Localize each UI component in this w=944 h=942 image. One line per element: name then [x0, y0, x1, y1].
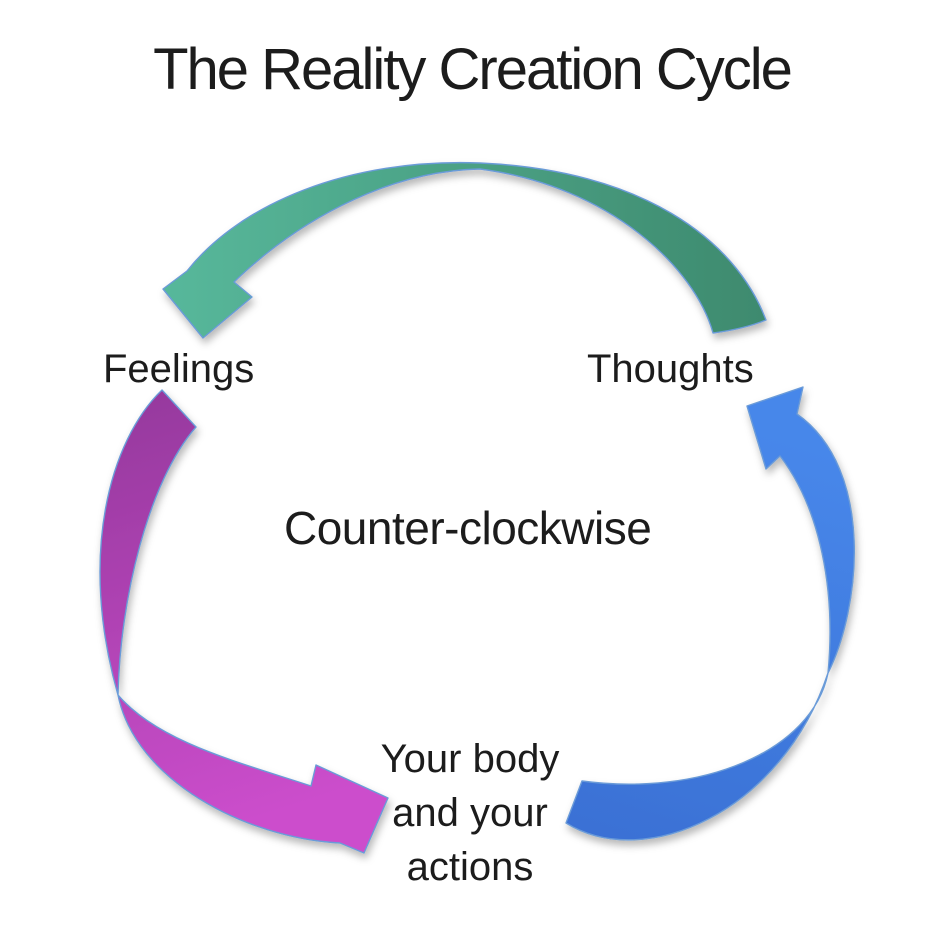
node-label-feelings: Feelings — [103, 347, 255, 391]
cycle-direction-label: Counter-clockwise — [284, 502, 652, 554]
node-label-body-line-2: and your — [392, 791, 548, 835]
node-label-body-line-3: actions — [406, 845, 534, 889]
node-label-body-line-1: Your body — [380, 737, 560, 781]
node-label-thoughts: Thoughts — [587, 347, 754, 391]
thoughts-to-feelings-arrow — [162, 161, 767, 339]
node-label-body-actions: Your body and your actions — [381, 732, 560, 894]
diagram-title: The Reality Creation Cycle — [153, 37, 793, 102]
feelings-to-body-arrow — [99, 389, 389, 854]
body-to-thoughts-arrow — [565, 386, 855, 841]
